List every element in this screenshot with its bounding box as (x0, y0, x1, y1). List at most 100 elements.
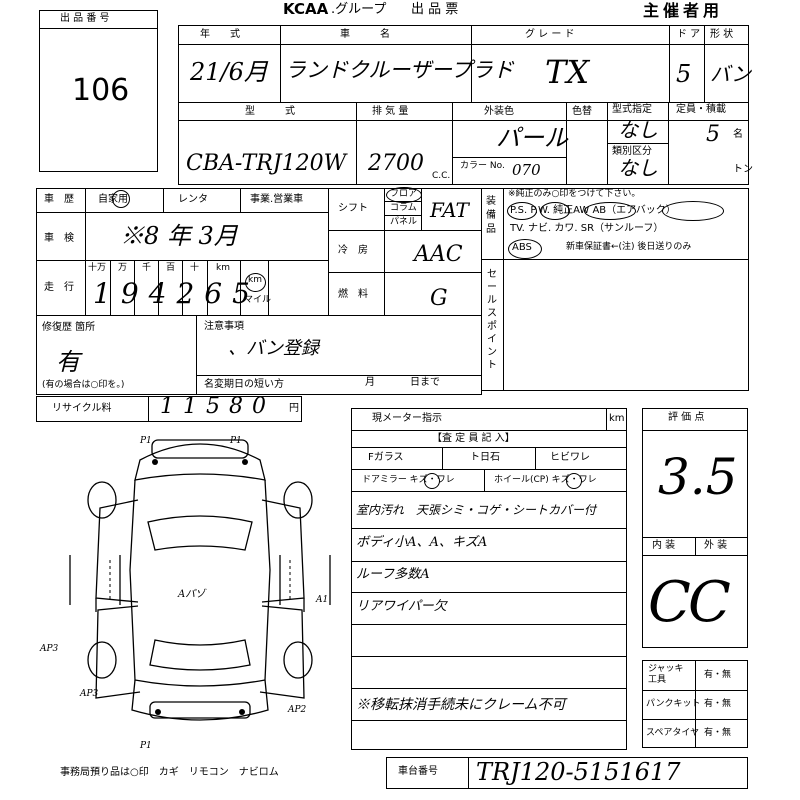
spare-label: スペアタイヤ (646, 728, 700, 738)
copy-type-label: 主催者用 (643, 1, 724, 20)
interior-label: 内 装 (652, 540, 676, 551)
displacement-label: 排 気 量 (372, 106, 409, 117)
model-value: CBA-TRJ120W (186, 151, 347, 176)
history-selected-circle (112, 190, 130, 208)
category-label: 類別区分 (612, 146, 652, 157)
repair-note: (有の場合は○印を。) (42, 380, 125, 390)
mileage-digit-1k: 千 (142, 263, 152, 273)
mileage-unit-circle (245, 273, 266, 292)
mileage-label: 走 行 (44, 282, 74, 293)
meter-label: 現メーター指示 (372, 413, 442, 424)
designation-value: なし (618, 118, 658, 142)
name-change-label: 名変期日の短い方 (204, 379, 284, 390)
glass-chip: ト日石 (470, 452, 500, 463)
history-label: 車 歴 (44, 194, 74, 205)
car-diagram (69, 439, 331, 721)
damage-mark-left-side: AP3 (40, 644, 59, 654)
fuel-label: 燃 料 (338, 289, 368, 300)
year-value: 21/6月 (190, 58, 268, 86)
cc-unit: C.C. (432, 171, 451, 181)
aircon-label: 冷 房 (338, 245, 368, 256)
lot-number: 106 (72, 73, 130, 108)
day-label: 日まで (410, 377, 440, 388)
door-mirror-scratch-circle (424, 473, 440, 489)
score-label: 評 価 点 (668, 412, 705, 423)
shift-value: FAT (430, 198, 469, 222)
inspection-value: ※8 年 3月 (120, 222, 238, 250)
damage-mark-rear-left: AP3 (80, 689, 99, 699)
puncture-yes-no: 有・無 (704, 699, 732, 709)
chassis-value: TRJ120-5151617 (476, 758, 681, 786)
damage-mark-rear-right: AP2 (288, 705, 307, 715)
wheel-label: ホイール(CP) キズ・ワレ (494, 475, 597, 485)
inspection-label: 車 検 (44, 233, 74, 244)
designation-label: 型式指定 (612, 104, 652, 115)
lot-number-label: 出 品 番 号 (60, 13, 110, 24)
group-label: .グループ (331, 2, 387, 17)
mileage-digit-10k: 万 (118, 263, 128, 273)
spare-yes-no: 有・無 (704, 728, 732, 738)
equipment-aw-circle (584, 202, 636, 220)
tons-unit: トン (733, 164, 753, 175)
body-type-label: 形 状 (710, 29, 734, 40)
note-line-4: リアワイパー欠 (356, 599, 447, 614)
history-business: 事業.営業車 (250, 194, 304, 205)
mileage-unit-mile: マイル (244, 295, 272, 305)
chassis-box (386, 757, 748, 789)
recycle-box (36, 396, 302, 422)
slip-title: 出 品 票 (411, 2, 459, 17)
jack-yes-no: 有・無 (704, 670, 732, 680)
exterior-color-label: 外装色 (484, 106, 514, 117)
capacity-value: 5 (706, 122, 720, 147)
mileage-digit-100k: 十万 (88, 263, 107, 273)
color-value: パール (496, 124, 568, 152)
damage-mark-front-left: P1 (140, 436, 152, 446)
jack-label: ジャッキ工具 (648, 664, 684, 685)
puncture-label: パンクキット (646, 699, 701, 709)
category-value: なし (618, 156, 658, 180)
repair-label: 修復歴 箇所 (42, 322, 96, 333)
month-label: 月 (365, 377, 375, 388)
shift-panel: パネル (390, 217, 418, 227)
inspector-heading: 【査 定 員 記 入】 (432, 433, 515, 444)
mileage-unit-km: km (248, 275, 262, 285)
history-rental: レンタ (178, 194, 208, 205)
repair-value: 有 (56, 348, 80, 376)
exterior-label: 外 装 (704, 540, 728, 551)
score-box (642, 408, 748, 648)
fuel-value: G (430, 286, 448, 311)
recycle-label: リサイクル料 (52, 403, 112, 414)
car-name-value: ランドクルーザープラド (285, 58, 514, 82)
equipment-ps-circle (507, 202, 537, 220)
equipment-note: ※純正のみ○印をつけて下さい。 (508, 189, 641, 199)
doors-value: 5 (676, 60, 692, 88)
equipment-abs-circle (508, 239, 542, 259)
body-type-value: バン (710, 62, 751, 86)
chassis-label: 車台番号 (398, 766, 438, 777)
shift-selected-circle (386, 187, 422, 203)
door-mirror-label: ドアミラー キズ・ワレ (362, 475, 455, 485)
damage-mark-roof: Aパゾ (178, 589, 206, 600)
exterior-grade: C (688, 570, 731, 635)
equipment-label: 装備品 (486, 196, 496, 235)
recycle-value: 11580 (160, 394, 275, 419)
lot-number-box (39, 10, 158, 172)
capacity-label: 定員・積載 (676, 104, 726, 115)
year-label: 年 式 (200, 29, 240, 40)
caution-label: 注意事項 (204, 321, 244, 332)
office-items: 事務局預り品は○印 カギ リモコン ナビロム (60, 767, 279, 778)
grade-value: TX (545, 53, 590, 91)
color-no-value: 070 (512, 161, 541, 179)
model-label: 型 式 (245, 106, 295, 117)
displacement-value: 2700 (368, 151, 424, 176)
wheel-scratch-circle (566, 473, 582, 489)
equipment-row2: TV. ナビ. カワ. SR（サンルーフ） (510, 223, 664, 234)
car-name-label: 車 名 (340, 29, 390, 40)
note-line-2: ボディ小A、A、キズA (356, 535, 488, 550)
note-line-1: 室内汚れ 天張シミ・コゲ・シートカバー付 (356, 503, 597, 517)
meter-km-label: km (609, 413, 625, 424)
damage-mark-rear: P1 (140, 741, 152, 751)
caution-value: 、バン登録 (228, 338, 319, 359)
doors-label: ド ア (677, 29, 701, 40)
mileage-value: 194265 (93, 277, 260, 310)
